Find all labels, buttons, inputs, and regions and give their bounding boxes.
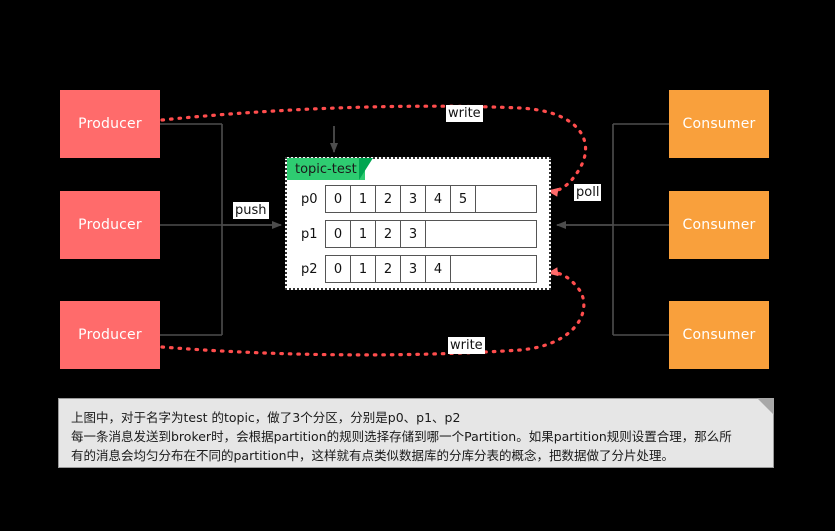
consumer-node-1[interactable]: Consumer — [669, 90, 769, 158]
producer-label: Producer — [78, 327, 142, 343]
offset-cell: 2 — [376, 256, 401, 282]
topic-name-label: topic-test — [295, 161, 357, 177]
offset-cell: 2 — [376, 186, 401, 212]
note-line-2: 每一条消息发送到broker时，会根据partition的规则选择存储到哪一个P… — [71, 429, 732, 444]
partition-track: 0 1 2 3 4 5 — [325, 185, 537, 213]
poll-label-text: poll — [576, 185, 600, 200]
write-label-text: write — [448, 106, 481, 121]
note-line-3: 有的消息会均匀分布在不同的partition中，这样就有点类似数据库的分库分表的… — [71, 448, 675, 463]
producer-node-3[interactable]: Producer — [60, 301, 160, 369]
partition-track: 0 1 2 3 4 — [325, 255, 537, 283]
partition-label: p1 — [301, 226, 318, 242]
offset-cell: 0 — [326, 186, 351, 212]
consumer-bus — [612, 123, 670, 336]
consumer-label: Consumer — [682, 116, 756, 132]
offset-cell: 3 — [401, 221, 426, 247]
producer-label: Producer — [78, 217, 142, 233]
partition-label: p0 — [301, 191, 318, 207]
offset-cell: 4 — [426, 256, 451, 282]
note-fold-corner-icon — [757, 398, 774, 415]
partition-label: p2 — [301, 261, 318, 277]
push-label-text: push — [235, 203, 267, 218]
partition-track: 0 1 2 3 — [325, 220, 537, 248]
offset-cell: 5 — [451, 186, 476, 212]
producer-label: Producer — [78, 116, 142, 132]
consumer-label: Consumer — [682, 217, 756, 233]
offset-cell: 0 — [326, 221, 351, 247]
partition-empty-space — [451, 256, 536, 282]
partition-empty-space — [426, 221, 536, 247]
offset-cell: 4 — [426, 186, 451, 212]
topic-name-tab: topic-test — [287, 158, 365, 180]
explanation-note: 上图中，对于名字为test 的topic，做了3个分区，分别是p0、p1、p2 … — [58, 398, 774, 468]
offset-cell: 1 — [351, 221, 376, 247]
write-edge-label-top: write — [446, 105, 483, 122]
write-edge-label-bottom: write — [448, 337, 485, 354]
offset-cell: 2 — [376, 221, 401, 247]
offset-cell: 1 — [351, 186, 376, 212]
consumer-node-3[interactable]: Consumer — [669, 301, 769, 369]
partition-empty-space — [476, 186, 536, 212]
topic-tab-fold-icon — [359, 158, 373, 180]
poll-edge-label: poll — [574, 184, 602, 201]
consumer-node-2[interactable]: Consumer — [669, 191, 769, 259]
write-label-text: write — [450, 338, 483, 353]
partition-row-p1: p1 0 1 2 3 — [299, 220, 539, 248]
note-line-1: 上图中，对于名字为test 的topic，做了3个分区，分别是p0、p1、p2 — [71, 410, 461, 425]
offset-cell: 0 — [326, 256, 351, 282]
push-edge-label: push — [233, 202, 269, 219]
offset-cell: 3 — [401, 256, 426, 282]
producer-bus — [160, 123, 223, 336]
producer-node-2[interactable]: Producer — [60, 191, 160, 259]
offset-cell: 1 — [351, 256, 376, 282]
producer-node-1[interactable]: Producer — [60, 90, 160, 158]
partition-row-p2: p2 0 1 2 3 4 — [299, 255, 539, 283]
partition-row-p0: p0 0 1 2 3 4 5 — [299, 185, 539, 213]
consumer-label: Consumer — [682, 327, 756, 343]
offset-cell: 3 — [401, 186, 426, 212]
